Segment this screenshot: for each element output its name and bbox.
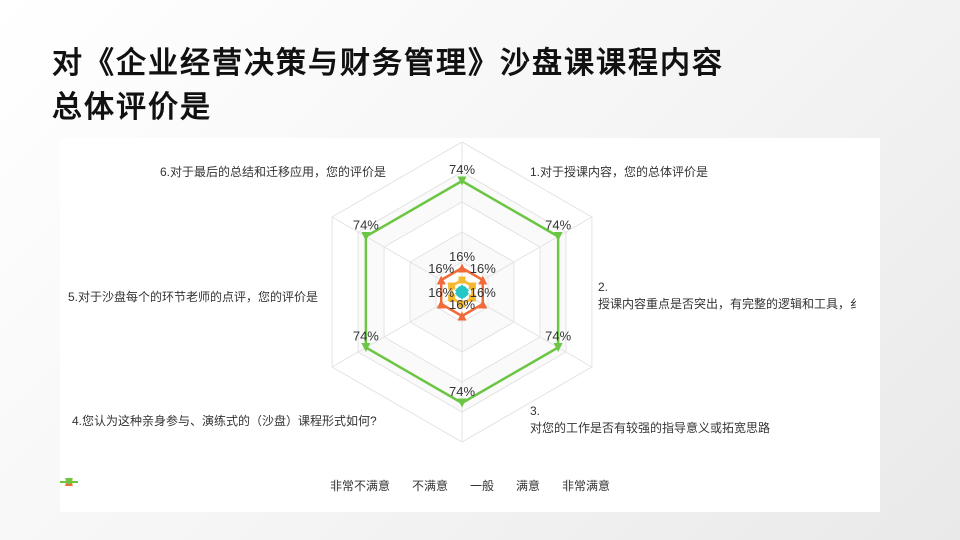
legend-item[interactable]: 一般 (60, 477, 494, 494)
radar-chart: 1.对于授课内容，您的总体评价是 2. 授课内容重点是否突出，有完整的逻辑和工具，纟… (68, 141, 862, 443)
radar-axis-label: 5.对于沙盘每个的环节老师的点评，您的评价是 (68, 289, 318, 304)
radar-axis-label: 2. 授课内容重点是否突出，有完整的逻辑和工具，纟 (598, 280, 862, 311)
radar-axis-label-line: 对您的工作是否有较强的指导意义或拓宽思路 (530, 420, 770, 435)
radar-axis-label-line: 1.对于授课内容，您的总体评价是 (530, 164, 708, 179)
series-value-label: 74% (449, 384, 475, 399)
legend-label: 非常不满意 (329, 478, 390, 493)
radar-axis-label-line: 2. (598, 280, 608, 294)
radar-axis-label: 3. 对您的工作是否有较强的指导意义或拓宽思路 (530, 404, 770, 435)
series-value-label: 16% (428, 285, 454, 300)
series-point (436, 299, 446, 309)
series-point (454, 289, 464, 298)
radar-axis-label: 4.您认为这种亲身参与、演练式的（沙盘）课程形式如何? (72, 413, 377, 428)
series-value-label: 16% (470, 285, 496, 300)
series-point (361, 232, 371, 241)
series-value-label: 74% (353, 218, 379, 233)
legend-item[interactable]: 非常不满意 (60, 477, 390, 494)
chart-legend: 非常不满意 不满意 一般 满意 非常满意 (60, 476, 880, 494)
series-point (468, 294, 476, 302)
series-point (361, 343, 371, 352)
series-point (448, 294, 456, 302)
series-value-label: 16% (449, 297, 475, 312)
legend-label: 一般 (469, 478, 494, 493)
series-point (457, 263, 467, 273)
series-point (457, 311, 467, 321)
series-point (478, 299, 488, 309)
radar-axis-label: 1.对于授课内容，您的总体评价是 (530, 164, 708, 179)
series-point (478, 275, 488, 285)
series-value-label: 74% (353, 329, 379, 344)
series-point (553, 343, 563, 352)
slide-title: 对《企业经营决策与财务管理》沙盘课课程内容 总体评价是 (52, 42, 912, 130)
series-point (553, 232, 563, 241)
series-value-label: 16% (449, 249, 475, 264)
radar-axis-label-line: 6.对于最后的总结和迁移应用，您的评价是 (160, 164, 386, 179)
series-point (458, 300, 466, 308)
series-point (468, 282, 476, 290)
series-value-label: 16% (428, 261, 454, 276)
legend-label: 不满意 (411, 478, 448, 493)
legend-swatch-icon (60, 478, 78, 486)
legend-item[interactable]: 满意 (60, 477, 541, 494)
chart-panel: 1.对于授课内容，您的总体评价是 2. 授课内容重点是否突出，有完整的逻辑和工具，纟… (60, 138, 880, 512)
series-point (457, 398, 467, 408)
legend-label: 满意 (516, 478, 541, 493)
legend-item[interactable]: 不满意 (60, 477, 448, 494)
radar-axis-label-line: 5.对于沙盘每个的环节老师的点评，您的评价是 (68, 289, 318, 304)
series-value-label: 74% (449, 162, 475, 177)
legend-label: 非常满意 (562, 478, 611, 493)
series-value-label: 74% (545, 218, 571, 233)
radar-axis-label-line: 4.您认为这种亲身参与、演练式的（沙盘）课程形式如何? (72, 413, 377, 428)
series-value-label: 74% (545, 329, 571, 344)
series-point (457, 176, 467, 186)
series-point (448, 282, 456, 290)
series-point (458, 276, 466, 284)
radar-axis-label-line: 授课内容重点是否突出，有完整的逻辑和工具，纟 (598, 296, 862, 311)
slide-title-line2: 总体评价是 (52, 90, 212, 125)
slide-title-line1: 对《企业经营决策与财务管理》沙盘课课程内容 (52, 46, 724, 81)
legend-swatch-marker (65, 478, 73, 486)
radar-axis-label-line: 3. (530, 404, 540, 418)
series-value-label: 16% (470, 261, 496, 276)
legend-item[interactable]: 非常满意 (60, 477, 611, 494)
radar-axis-label: 6.对于最后的总结和迁移应用，您的评价是 (160, 164, 386, 179)
series-point (436, 275, 446, 285)
